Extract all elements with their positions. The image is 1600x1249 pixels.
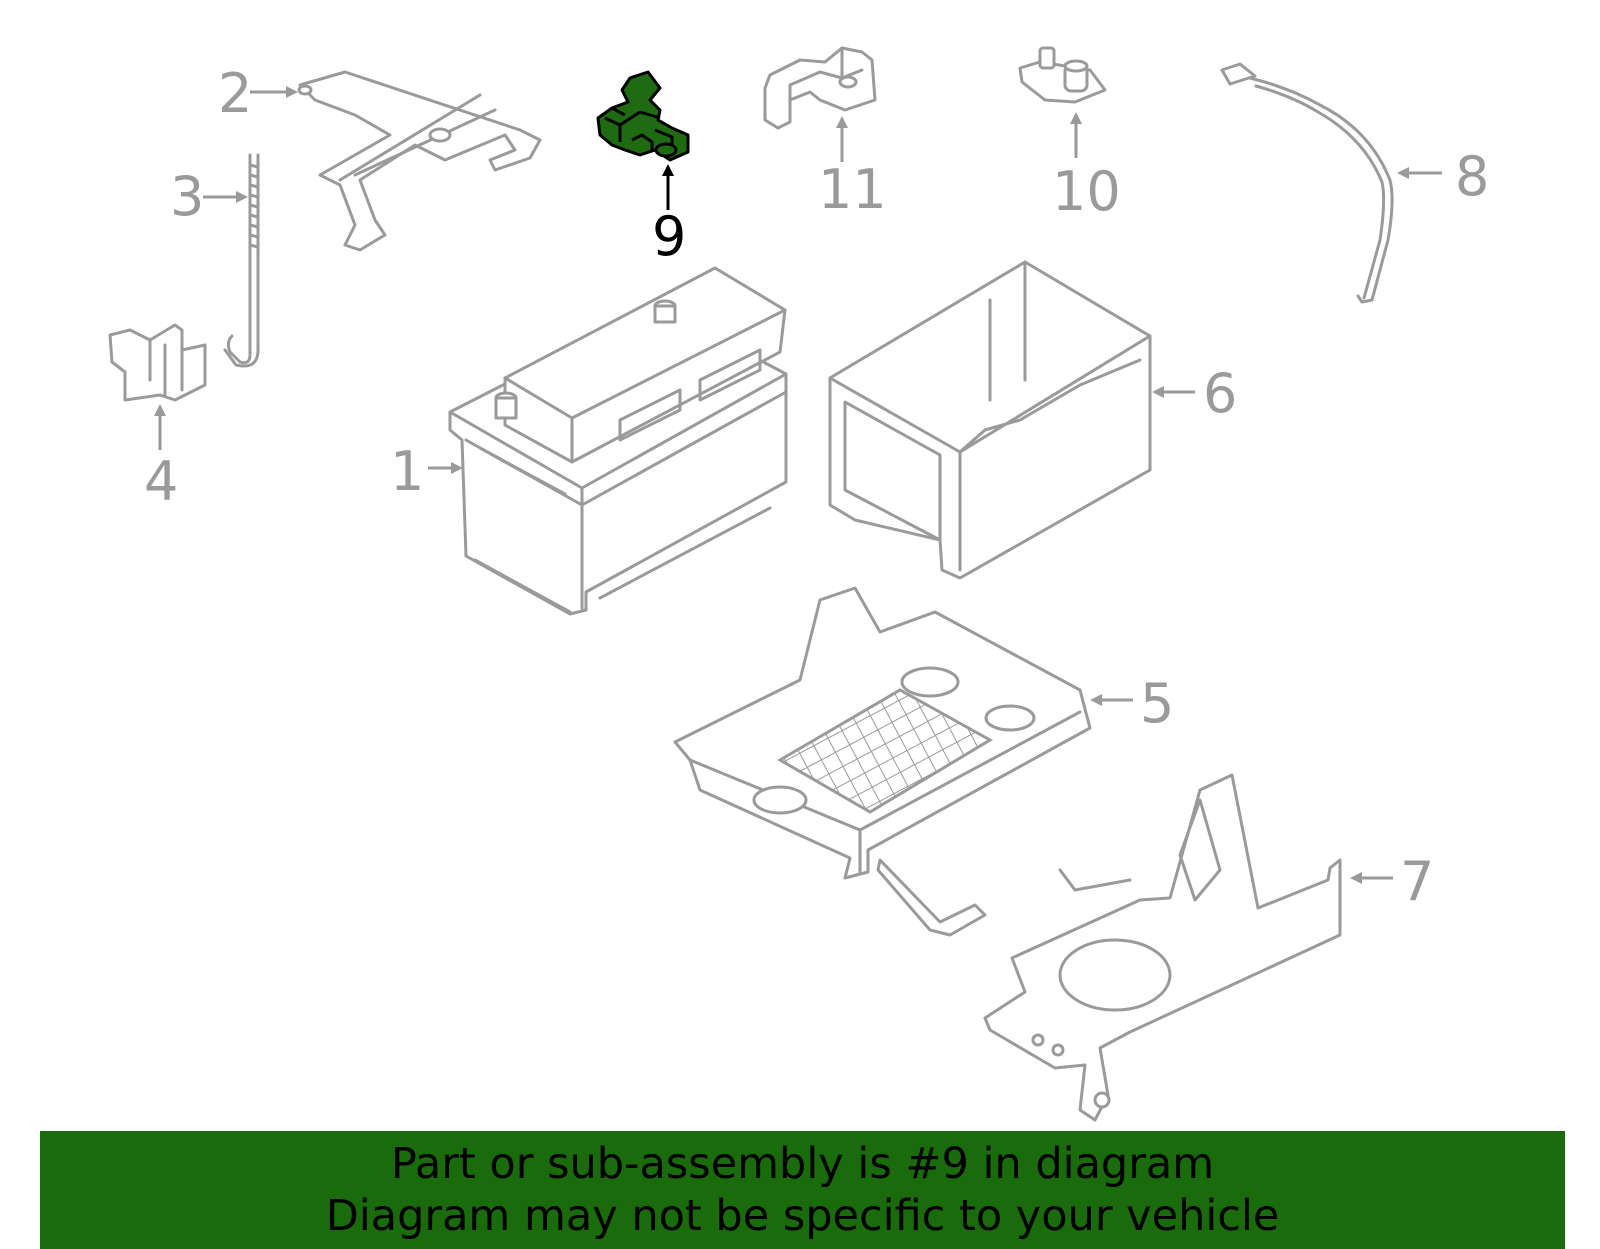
banner-line-2: Diagram may not be specific to your vehi… [325, 1191, 1280, 1241]
callout-2: 2 [218, 62, 252, 125]
callout-5: 5 [1140, 672, 1174, 735]
part-7-support-bracket[interactable] [983, 773, 1342, 1122]
part-3-j-bolt[interactable] [223, 153, 260, 368]
callout-arrows [154, 86, 1442, 884]
part-8-ground-cable[interactable] [1220, 62, 1394, 304]
part-2-hold-down-bracket[interactable] [297, 70, 542, 252]
part-9-battery-terminal[interactable] [596, 70, 690, 162]
callout-7: 7 [1400, 850, 1434, 913]
info-banner: Part or sub-assembly is #9 in diagram Di… [40, 1131, 1565, 1249]
part-10-terminal-post[interactable] [1018, 46, 1107, 104]
callout-4: 4 [144, 450, 178, 513]
part-11-cover[interactable] [763, 46, 877, 130]
callout-1: 1 [390, 440, 424, 503]
callout-9: 9 [652, 205, 686, 268]
callout-8: 8 [1455, 145, 1489, 208]
callout-11: 11 [818, 158, 887, 221]
banner-line-1: Part or sub-assembly is #9 in diagram [390, 1139, 1215, 1189]
callout-3: 3 [170, 165, 204, 228]
callout-10: 10 [1052, 160, 1121, 223]
part-4-clip[interactable] [108, 323, 207, 402]
part-1-battery[interactable] [448, 266, 788, 616]
callout-6: 6 [1203, 362, 1237, 425]
part-6-battery-tray-cover[interactable] [828, 260, 1152, 580]
part-5-battery-tray[interactable] [673, 586, 1092, 937]
parts-diagram: 2 3 4 9 11 10 8 1 6 5 7 [108, 46, 1489, 1122]
